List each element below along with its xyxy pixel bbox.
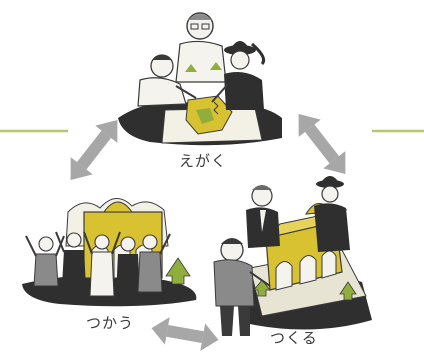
arrow-draw-build bbox=[288, 105, 357, 182]
woman-right-figure bbox=[314, 176, 350, 252]
building-scene bbox=[214, 176, 372, 336]
man-suit-figure bbox=[246, 185, 280, 248]
using-scene bbox=[22, 198, 196, 306]
arrow-draw-use bbox=[60, 111, 129, 188]
man-glasses-figure bbox=[176, 13, 226, 82]
crowd-figures bbox=[26, 232, 170, 296]
label-use: つかう bbox=[86, 312, 134, 333]
arrow-use-build bbox=[149, 314, 221, 353]
label-draw: えがく bbox=[179, 150, 227, 171]
drawing-scene bbox=[118, 13, 282, 145]
label-build: つくる bbox=[270, 327, 318, 348]
